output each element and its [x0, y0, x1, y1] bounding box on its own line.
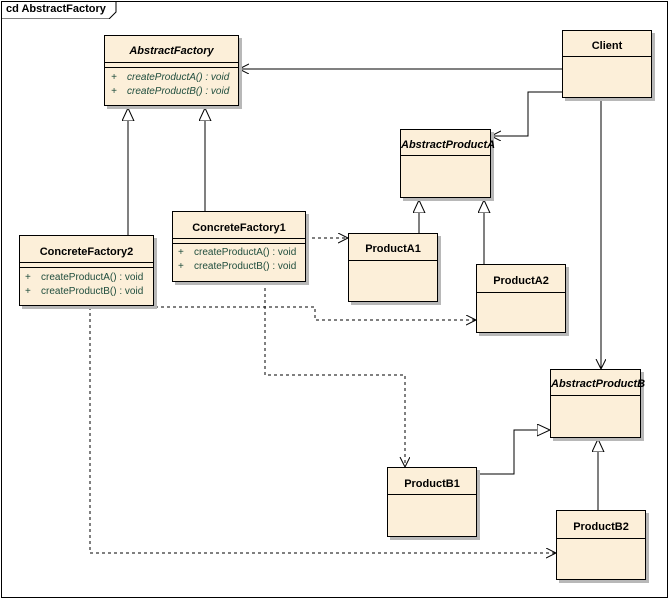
class-name: ConcreteFactory2 — [39, 246, 134, 258]
compartment-divider — [388, 494, 476, 495]
operation: +createProductA() : void — [25, 272, 144, 283]
dep-cf2-producta2 — [89, 306, 476, 320]
class-product-a2[interactable]: ProductA2 — [476, 264, 566, 333]
dep-cf1-productb1 — [264, 282, 405, 467]
operation: +createProductA() : void — [178, 247, 297, 258]
compartment-divider — [401, 155, 490, 156]
compartment-divider — [105, 62, 238, 63]
class-name: ProductB1 — [404, 478, 460, 490]
class-concrete-factory1[interactable]: ConcreteFactory1 +createProductA() : voi… — [172, 211, 306, 282]
class-name: AbstractProductA — [401, 139, 496, 151]
class-product-b1[interactable]: ProductB1 — [387, 467, 477, 537]
assoc-client-abstractproducta — [491, 91, 562, 136]
class-concrete-factory2[interactable]: ConcreteFactory2 +createProductA() : voi… — [19, 235, 154, 306]
compartment-divider — [173, 238, 305, 239]
dep-cf2-productb2 — [89, 307, 556, 553]
class-abstract-factory[interactable]: AbstractFactory +createProductA() : void… — [104, 35, 239, 106]
class-name: Client — [591, 40, 623, 52]
class-product-a1[interactable]: ProductA1 — [348, 233, 438, 302]
compartment-divider — [563, 56, 651, 57]
compartment-divider — [105, 67, 238, 68]
compartment-divider — [477, 292, 565, 293]
compartment-divider — [551, 395, 640, 396]
class-name: AbstractFactory — [129, 45, 214, 57]
frame-tab — [1, 1, 117, 19]
class-name: ProductB2 — [573, 521, 629, 533]
class-name: AbstractProductB — [551, 378, 646, 390]
compartment-divider — [20, 267, 153, 268]
class-name: ProductA1 — [365, 243, 421, 255]
operation: +createProductB() : void — [111, 86, 230, 97]
operation: +createProductB() : void — [178, 261, 297, 272]
class-abstract-product-a[interactable]: AbstractProductA — [400, 129, 496, 198]
compartment-divider — [20, 262, 153, 263]
class-product-b2[interactable]: ProductB2 — [556, 510, 646, 580]
operation: +createProductB() : void — [25, 286, 144, 297]
operation: +createProductA() : void — [111, 72, 230, 83]
compartment-divider — [557, 538, 645, 539]
class-abstract-product-b[interactable]: AbstractProductB — [550, 369, 646, 438]
compartment-divider — [173, 243, 305, 244]
frame-label: cd AbstractFactory — [6, 3, 106, 15]
class-name: ProductA2 — [493, 275, 549, 287]
class-name: ConcreteFactory1 — [192, 222, 286, 234]
class-client[interactable]: Client — [562, 30, 652, 98]
compartment-divider — [349, 260, 437, 261]
gen-b1-abstractproductb — [477, 430, 550, 475]
